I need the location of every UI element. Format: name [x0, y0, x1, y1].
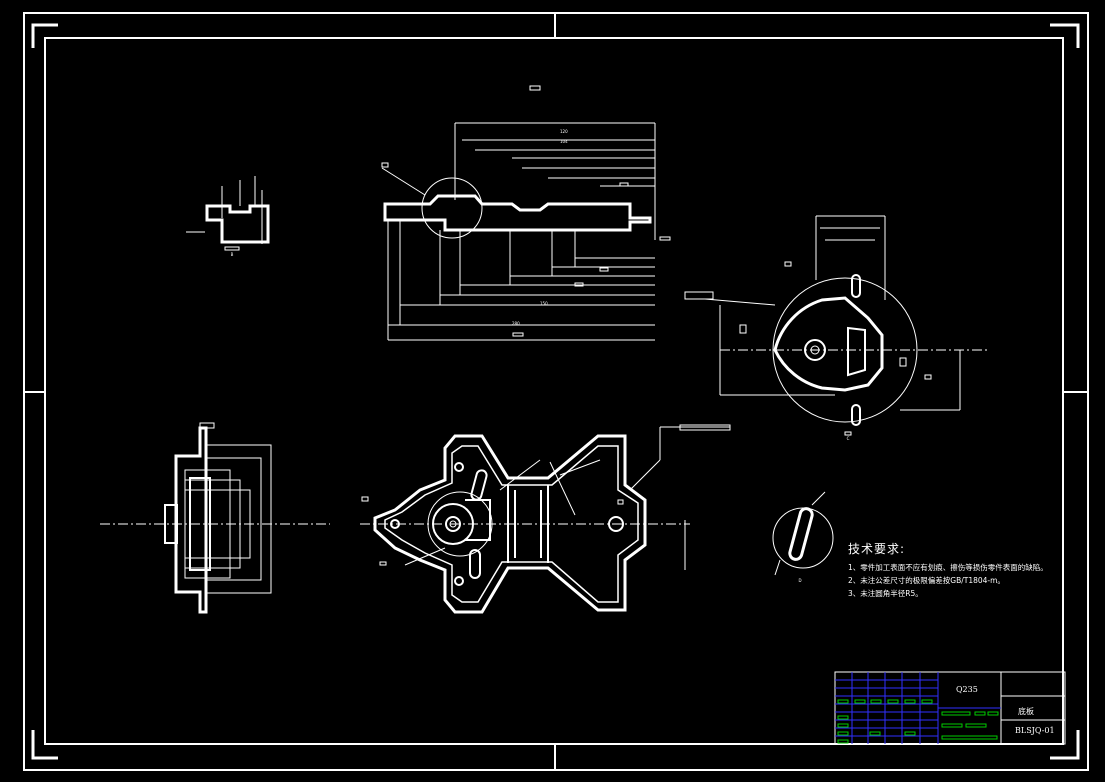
- title-block: [834, 671, 1066, 745]
- part-name: 底板: [1018, 707, 1034, 716]
- plan-view: [360, 424, 731, 614]
- material-label: Q235: [956, 685, 978, 694]
- dim-120: 120: [560, 129, 568, 134]
- technical-requirement-1: 1、零件加工表面不应有划痕、擦伤等损伤零件表面的缺陷。: [848, 563, 1048, 572]
- technical-requirements-title: 技术要求:: [848, 542, 906, 556]
- side-view-left: [100, 422, 330, 614]
- drawing-frame: [23, 12, 1089, 771]
- dim-104: 104: [560, 139, 568, 144]
- technical-requirement-2: 2、未注公差尺寸的极限偏差按GB/T1804-m。: [848, 576, 1005, 585]
- section-label-d: D: [798, 578, 801, 583]
- section-label-c: C: [847, 436, 850, 441]
- section-label-b: B: [231, 252, 234, 257]
- technical-requirement-3: 3、未注圆角半径R5。: [848, 589, 923, 598]
- detail-view-d: [772, 491, 834, 576]
- section-view-b: [186, 176, 270, 251]
- dim-280: 280: [512, 321, 520, 326]
- technical-requirements: 技术要求: 1、零件加工表面不应有划痕、擦伤等损伤零件表面的缺陷。 2、未注公差…: [848, 540, 1058, 600]
- drawing-number: BLSJQ-01: [1015, 726, 1055, 735]
- side-view-c: [684, 215, 990, 436]
- front-view: [381, 85, 671, 341]
- dim-150: 150: [540, 301, 548, 306]
